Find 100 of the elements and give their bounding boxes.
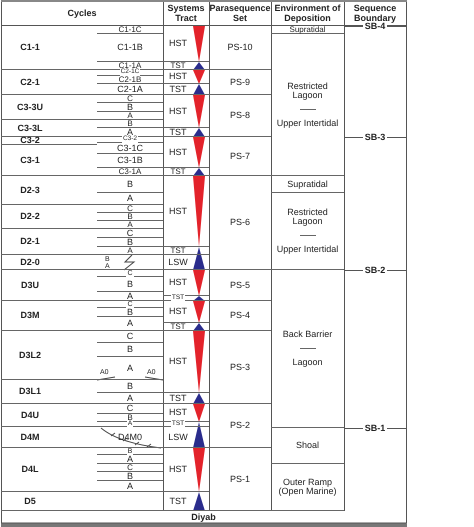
table-cell — [97, 343, 163, 357]
table-cell — [97, 255, 163, 270]
subcycle-label: C2-1A — [117, 84, 143, 94]
subcycle-label: A — [126, 319, 133, 328]
environment-label: Restricted Lagoon — [286, 208, 329, 226]
subcycle-label: B — [126, 382, 133, 390]
table-cell — [97, 317, 163, 331]
systems-tract-label: HST — [169, 307, 187, 316]
table-cell — [97, 292, 163, 301]
systems-tract-label: HST — [169, 278, 187, 287]
systems-tract-label: TST — [170, 168, 186, 176]
column-header: Sequence Boundary — [352, 4, 398, 23]
table-cell — [97, 448, 163, 455]
systems-tract-label: HST — [169, 408, 187, 417]
table-cell — [163, 168, 209, 176]
subcycle-label: A — [127, 112, 133, 120]
parasequence-label: PS-9 — [230, 78, 250, 86]
subcycle-label: C — [126, 332, 134, 341]
table-cell — [97, 229, 163, 238]
cycle-label: C2-1 — [20, 78, 40, 86]
table-cell — [97, 247, 163, 255]
subcycle-label: C3-1B — [117, 156, 143, 165]
cycle-label: D2-1 — [20, 237, 40, 246]
boundary-label: SB-4 — [363, 21, 387, 31]
environment-label: Outer Ramp (Open Marine) — [277, 478, 338, 496]
table-cell — [97, 26, 163, 34]
table-cell — [97, 95, 163, 103]
systems-tract-label: HST — [169, 206, 187, 216]
systems-tract-label: LSW — [168, 258, 188, 266]
table-cell — [97, 154, 163, 168]
subcycle-label: C — [127, 204, 133, 212]
table-cell — [97, 422, 163, 427]
subcycle-label: C1-1C — [118, 26, 142, 34]
systems-tract-label: HST — [169, 465, 187, 474]
table-cell — [163, 296, 209, 301]
table-cell — [1, 137, 97, 145]
boundary-label: SB-3 — [363, 132, 387, 142]
table-cell — [163, 62, 209, 70]
table-cell — [97, 76, 163, 84]
column-header: Systems Tract — [166, 4, 206, 23]
systems-tract-label: TST — [170, 84, 186, 94]
subcycle-label: B — [126, 472, 133, 480]
table-cell — [271, 26, 344, 34]
cycle-label: D3L1 — [18, 387, 41, 396]
boundary-label: SB-2 — [363, 265, 387, 275]
subcycle-label: C1-1A — [118, 62, 142, 70]
subcycle-label: C — [126, 228, 134, 238]
subcycle-label: C2-1B — [118, 76, 142, 84]
systems-tract-label: HST — [169, 106, 187, 116]
table-cell — [163, 84, 209, 95]
subcycle-label: B — [127, 212, 133, 220]
parasequence-label: PS-2 — [230, 421, 250, 430]
subcycle-label: B — [126, 345, 133, 354]
cycle-label: D3L2 — [18, 350, 41, 360]
cycle-label: C1-1 — [20, 43, 40, 52]
table-cell — [163, 70, 209, 84]
subcycle-label: A — [126, 292, 133, 300]
cycle-label: C3-1 — [20, 156, 40, 164]
subcycle-label: A — [126, 364, 133, 372]
table-cell — [97, 213, 163, 221]
table-cell — [97, 481, 163, 492]
parasequence-label: PS-3 — [230, 362, 250, 372]
parasequence-label: PS-10 — [227, 43, 252, 52]
subcycle-label: B — [127, 414, 133, 422]
table-cell — [97, 84, 163, 95]
subcycle-label: D4M0 — [118, 432, 142, 442]
environment-label: Shoal — [296, 441, 320, 450]
table-cell — [97, 221, 163, 229]
table-cell — [97, 455, 163, 464]
table-cell — [163, 393, 209, 404]
systems-tract-label: TST — [170, 496, 186, 506]
cycle-label: D2-3 — [20, 186, 40, 194]
subcycle-label: B — [126, 238, 133, 246]
subcycle-label: A — [126, 454, 133, 464]
parasequence-label: PS-1 — [230, 474, 250, 484]
table-cell — [97, 120, 163, 128]
systems-tract-label: HST — [169, 148, 187, 156]
subcycle-label: B — [126, 102, 133, 112]
parasequence-label: PS-4 — [230, 311, 250, 320]
subcycle-label: A — [127, 220, 133, 228]
table-cell — [97, 103, 163, 112]
table-cell — [97, 393, 163, 404]
environment-label: Restricted Lagoon — [286, 82, 329, 100]
environment-label: Supratidal — [287, 180, 328, 188]
systems-tract-label: TST — [170, 62, 186, 70]
systems-tract-label: HST — [169, 39, 187, 48]
table-cell — [97, 143, 163, 154]
cycle-label: D2-0 — [20, 258, 40, 266]
table-cell — [97, 301, 163, 308]
column-header: Environment of Deposition — [273, 4, 342, 23]
subcycle-label: B — [126, 308, 133, 316]
parasequence-label: PS-5 — [230, 280, 250, 290]
subcycle-label: A — [126, 128, 133, 136]
subcycle-label: A — [126, 482, 133, 490]
table-cell — [97, 70, 163, 76]
subcycle-label: A — [126, 194, 133, 203]
cycle-label: C3-3U — [16, 102, 43, 112]
environment-label: Upper Intertidal — [276, 245, 338, 254]
environment-label: Supratidal — [289, 26, 326, 34]
table-cell — [97, 331, 163, 343]
